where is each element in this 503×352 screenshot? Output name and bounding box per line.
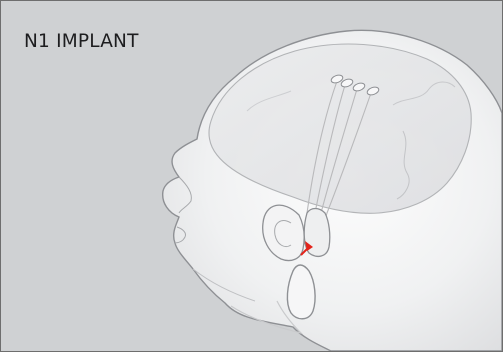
page-title: N1 IMPLANT — [24, 33, 139, 52]
